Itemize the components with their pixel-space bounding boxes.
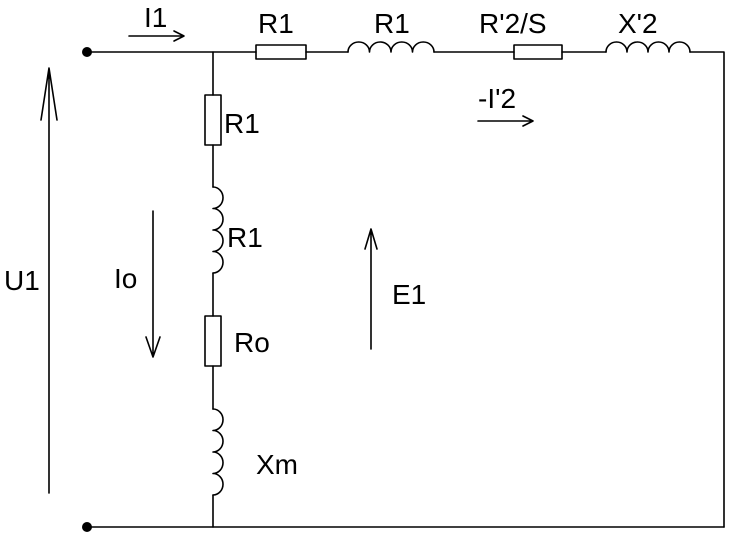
io-arrow xyxy=(145,210,161,358)
series-inductor-label: R1 xyxy=(374,8,410,39)
rotor-inductor xyxy=(605,41,691,53)
shunt-inductor-label: R1 xyxy=(227,222,263,253)
i2-arrow xyxy=(477,115,534,127)
xm-label: Xm xyxy=(256,449,298,480)
e1-label: E1 xyxy=(392,279,426,310)
ro-resistor xyxy=(204,315,222,367)
series-resistor xyxy=(255,44,307,60)
shunt-inductor xyxy=(212,186,224,274)
e1-arrow xyxy=(364,228,378,350)
top-wire xyxy=(86,51,725,528)
io-label: Io xyxy=(114,263,137,294)
rotor-resistor-label: R'2/S xyxy=(479,8,547,39)
u1-arrow xyxy=(40,67,58,494)
ro-label: Ro xyxy=(234,327,270,358)
rotor-resistor xyxy=(513,44,563,60)
series-inductor xyxy=(347,41,435,53)
i1-arrow xyxy=(128,30,185,42)
shunt-resistor-label: R1 xyxy=(224,108,260,139)
u1-label: U1 xyxy=(4,265,40,296)
i1-label: I1 xyxy=(144,2,167,33)
shunt-resistor xyxy=(204,94,222,146)
xm-inductor xyxy=(212,408,224,496)
rotor-current-label: -I'2 xyxy=(478,83,516,114)
series-resistor-label: R1 xyxy=(258,8,294,39)
rotor-inductor-label: X'2 xyxy=(618,8,658,39)
